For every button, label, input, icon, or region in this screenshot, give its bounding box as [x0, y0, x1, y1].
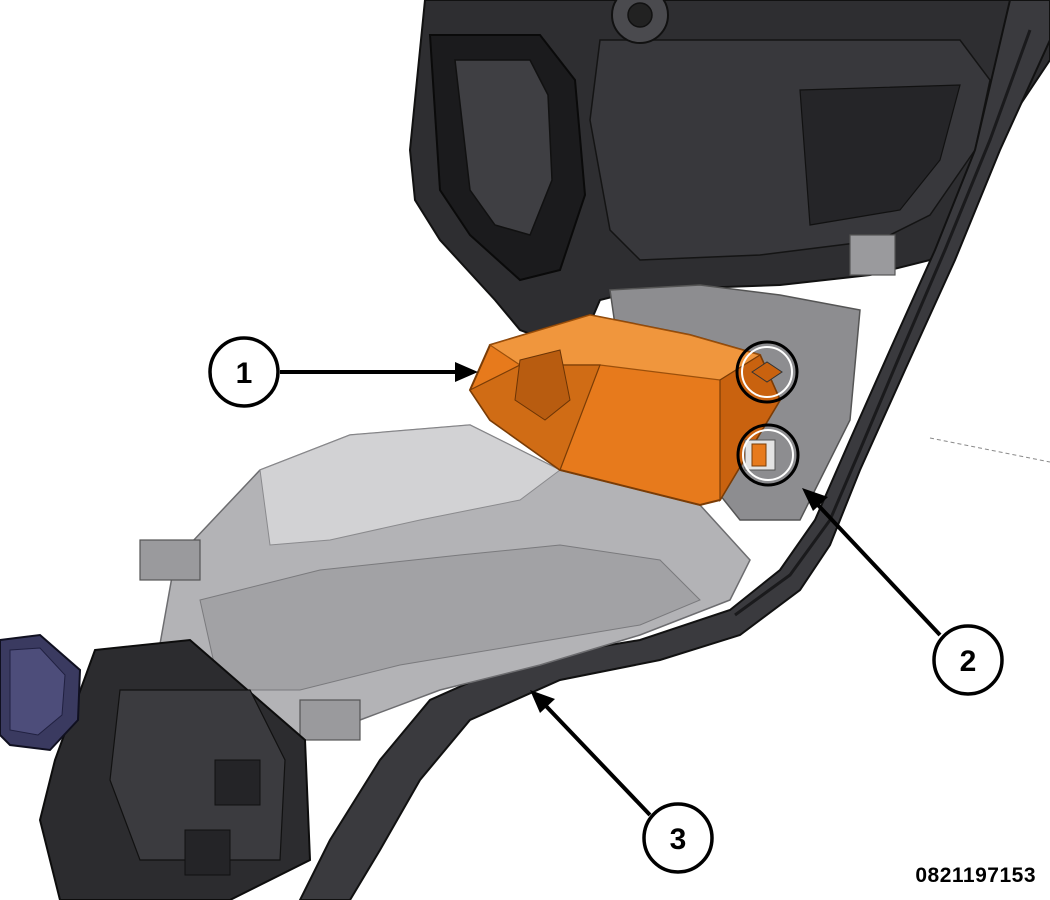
arrowhead-2 [802, 488, 828, 511]
callout-2: 2 [932, 624, 1004, 696]
orange-module [468, 313, 782, 507]
callout-1: 1 [208, 336, 280, 408]
switch-block [38, 638, 312, 900]
wiring-connector [0, 633, 82, 752]
arrowhead-3 [530, 690, 555, 713]
leader-line-3 [543, 703, 652, 817]
upper-housing [408, 0, 1050, 347]
callout-3-label: 3 [670, 823, 687, 856]
leader-line-2 [816, 503, 942, 637]
mounting-bracket [139, 234, 896, 741]
leader-lines [280, 362, 1050, 817]
callout-3: 3 [642, 802, 714, 874]
retaining-tab-markers [735, 340, 800, 487]
callout-1-label: 1 [236, 357, 253, 390]
arrowhead-1 [455, 362, 478, 382]
figure-id: 0821197153 [915, 864, 1036, 887]
callout-2-label: 2 [960, 645, 977, 678]
dashed-reference-line [929, 437, 1050, 463]
